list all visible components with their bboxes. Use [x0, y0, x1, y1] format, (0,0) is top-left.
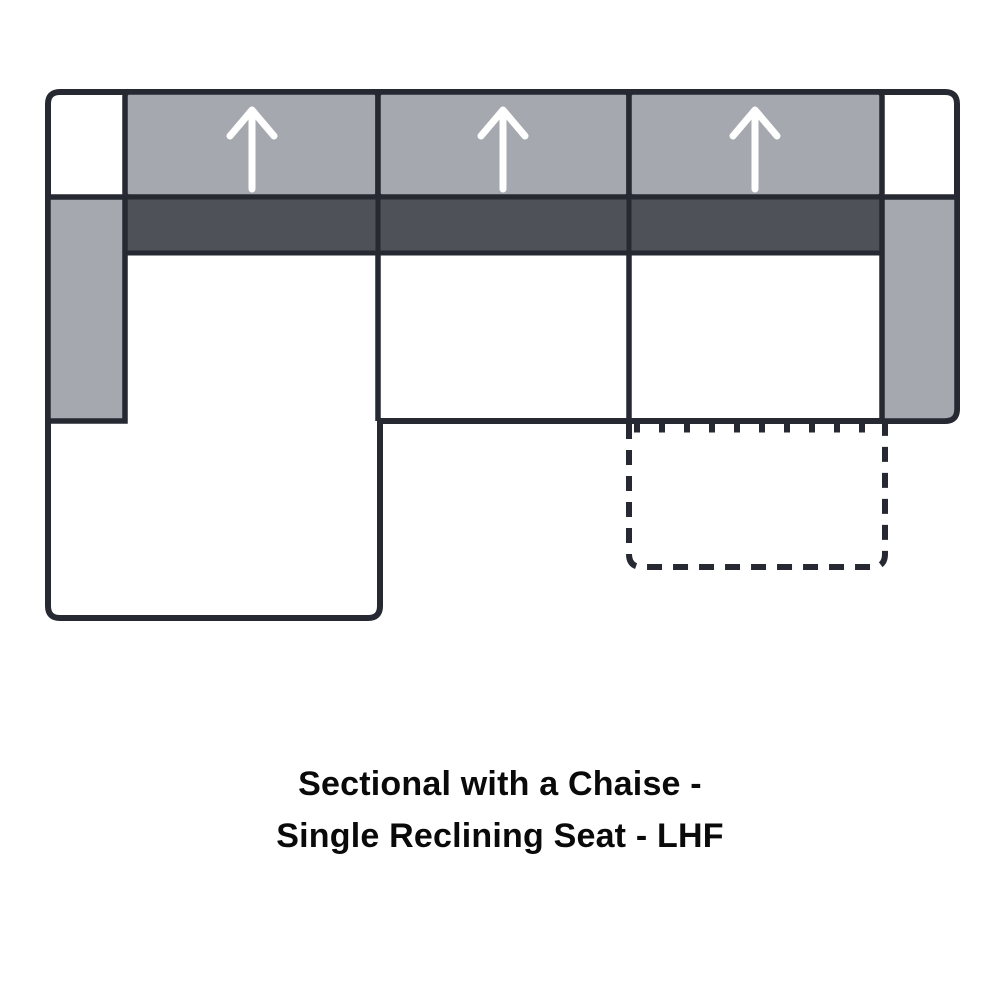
armrest-right: [879, 194, 960, 424]
recliner-footrest-outline: [626, 424, 888, 570]
back-rail-right: [626, 194, 885, 256]
back-rail-middle: [375, 194, 632, 256]
armrest-left: [45, 194, 128, 424]
up-arrow-icon: [226, 106, 278, 193]
back-rail-left: [122, 194, 381, 256]
up-arrow-icon: [729, 106, 781, 193]
sofa-floorplan-svg: [45, 89, 960, 621]
caption-line-1: Sectional with a Chaise -: [298, 765, 702, 803]
caption-line-2: Single Reclining Seat - LHF: [276, 817, 724, 855]
diagram-caption: Sectional with a Chaise - Single Reclini…: [0, 758, 1000, 862]
up-arrow-icon: [477, 106, 529, 193]
